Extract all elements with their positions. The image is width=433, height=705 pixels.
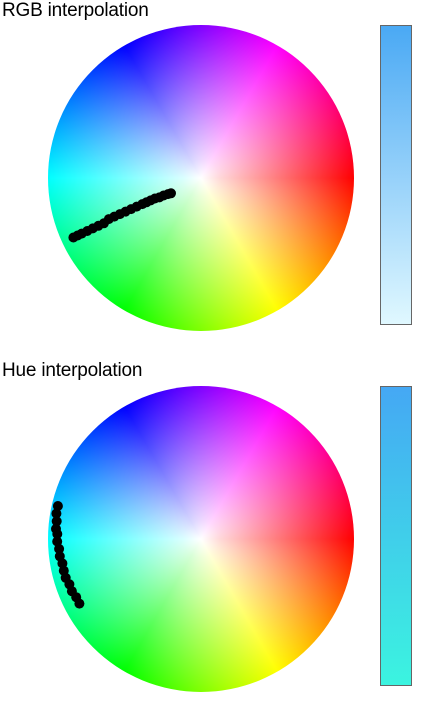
interpolation-path — [51, 501, 85, 609]
sample-point — [52, 536, 63, 547]
sample-point — [68, 232, 79, 243]
sample-point — [51, 523, 61, 534]
color-wheel — [48, 386, 354, 692]
hue-interpolation-panel: Hue interpolation — [0, 360, 433, 705]
gradient-swatch — [380, 25, 412, 325]
sample-point — [54, 551, 65, 562]
sample-point — [51, 508, 62, 519]
sample-point — [51, 516, 62, 527]
sample-point — [52, 501, 63, 511]
saturation-fade — [48, 25, 354, 331]
rgb-interpolation-panel: RGB interpolation — [0, 0, 433, 345]
color-wheel — [48, 25, 354, 331]
interpolation-path — [68, 188, 176, 243]
gradient-swatch — [380, 386, 412, 686]
panel-title: RGB interpolation — [2, 0, 149, 21]
panel-title: Hue interpolation — [2, 360, 143, 381]
saturation-fade — [48, 386, 354, 692]
